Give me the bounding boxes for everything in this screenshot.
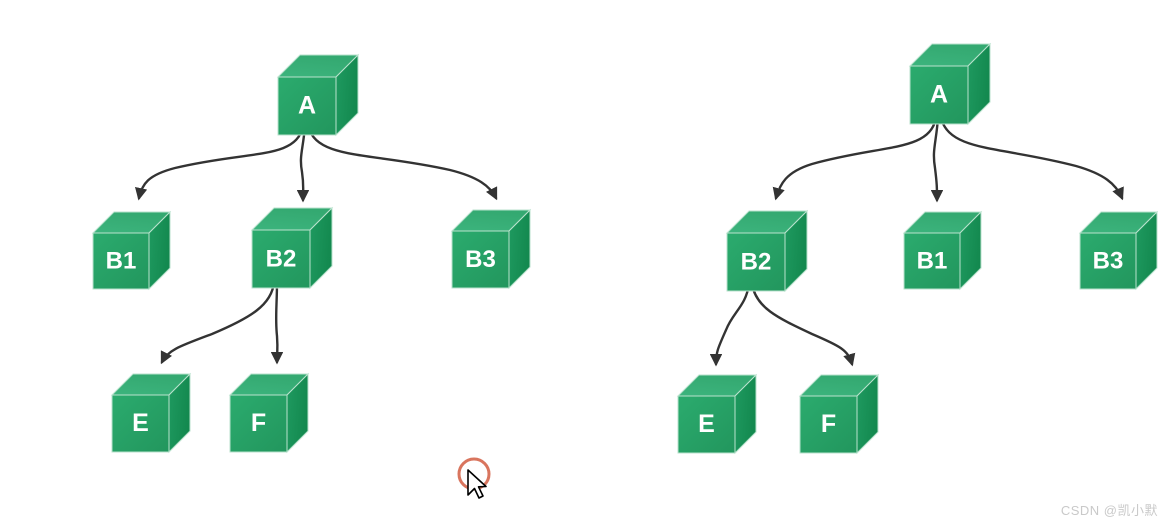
edge-L-B2-to-L-F	[270, 280, 284, 365]
edge-L-A-to-L-B1	[134, 124, 305, 201]
cube-label-E: E	[132, 409, 149, 437]
cube-label-F: F	[251, 409, 266, 437]
cube-node-F[interactable]: F	[228, 372, 310, 454]
cube-node-E[interactable]: E	[676, 373, 758, 455]
cube-label-B3: B3	[1093, 247, 1124, 274]
cube-front-face	[1079, 232, 1137, 290]
cube-front-face	[726, 232, 786, 292]
mouse-cursor-icon	[467, 469, 487, 499]
cube-front-face	[909, 65, 969, 125]
cube-label-F: F	[821, 410, 836, 438]
cube-front-face	[451, 230, 510, 289]
cube-label-E: E	[698, 410, 715, 438]
cube-front-face	[229, 394, 288, 453]
edge-L-A-to-L-B3	[306, 124, 498, 201]
cube-front-face	[677, 395, 736, 454]
cube-node-B3[interactable]: B3	[450, 208, 532, 290]
cube-node-B3[interactable]: B3	[1078, 210, 1159, 291]
edge-R-A-to-R-B1	[930, 116, 944, 203]
cube-node-B2[interactable]: B2	[725, 209, 809, 293]
tree-before-nodes: A B1 B2 B3E F	[91, 53, 532, 454]
cube-label-B1: B1	[106, 247, 137, 274]
cube-node-E[interactable]: E	[110, 372, 192, 454]
edge-R-B2-to-R-F	[750, 282, 856, 367]
cube-node-B2[interactable]: B2	[250, 206, 334, 290]
nodes-layer: A B1 B2 B3E F A B2 B1 B3E F	[91, 42, 1159, 455]
edge-L-A-to-L-B2	[296, 124, 310, 203]
cube-label-B1: B1	[917, 247, 948, 274]
cube-front-face	[277, 76, 337, 136]
cube-label-B3: B3	[465, 246, 496, 273]
cube-label-A: A	[298, 92, 316, 120]
cube-label-A: A	[930, 81, 948, 109]
edge-R-A-to-R-B2	[772, 116, 938, 201]
cube-label-B2: B2	[266, 245, 297, 272]
tree-after-nodes: A B2 B1 B3E F	[676, 42, 1159, 455]
tree-after-edges	[709, 116, 1124, 367]
edges-layer	[134, 116, 1124, 367]
cube-label-B2: B2	[741, 248, 772, 275]
cube-front-face	[111, 394, 170, 453]
pointer-layer	[457, 457, 491, 499]
cube-node-A[interactable]: A	[276, 53, 360, 137]
edge-R-B2-to-R-E	[709, 282, 751, 367]
cube-front-face	[92, 232, 150, 290]
cursor-arrow-glyph	[467, 469, 487, 499]
cube-node-F[interactable]: F	[798, 373, 880, 455]
cube-node-B1[interactable]: B1	[902, 210, 983, 291]
cube-node-B1[interactable]: B1	[91, 210, 172, 291]
edge-L-B2-to-L-E	[160, 280, 276, 365]
edge-R-A-to-R-B3	[939, 116, 1124, 201]
tree-before-edges	[134, 124, 498, 365]
csdn-watermark: CSDN @凯小默	[1060, 503, 1158, 518]
cube-node-A[interactable]: A	[908, 42, 992, 126]
cube-front-face	[903, 232, 961, 290]
cube-front-face	[251, 229, 311, 289]
cube-front-face	[799, 395, 858, 454]
